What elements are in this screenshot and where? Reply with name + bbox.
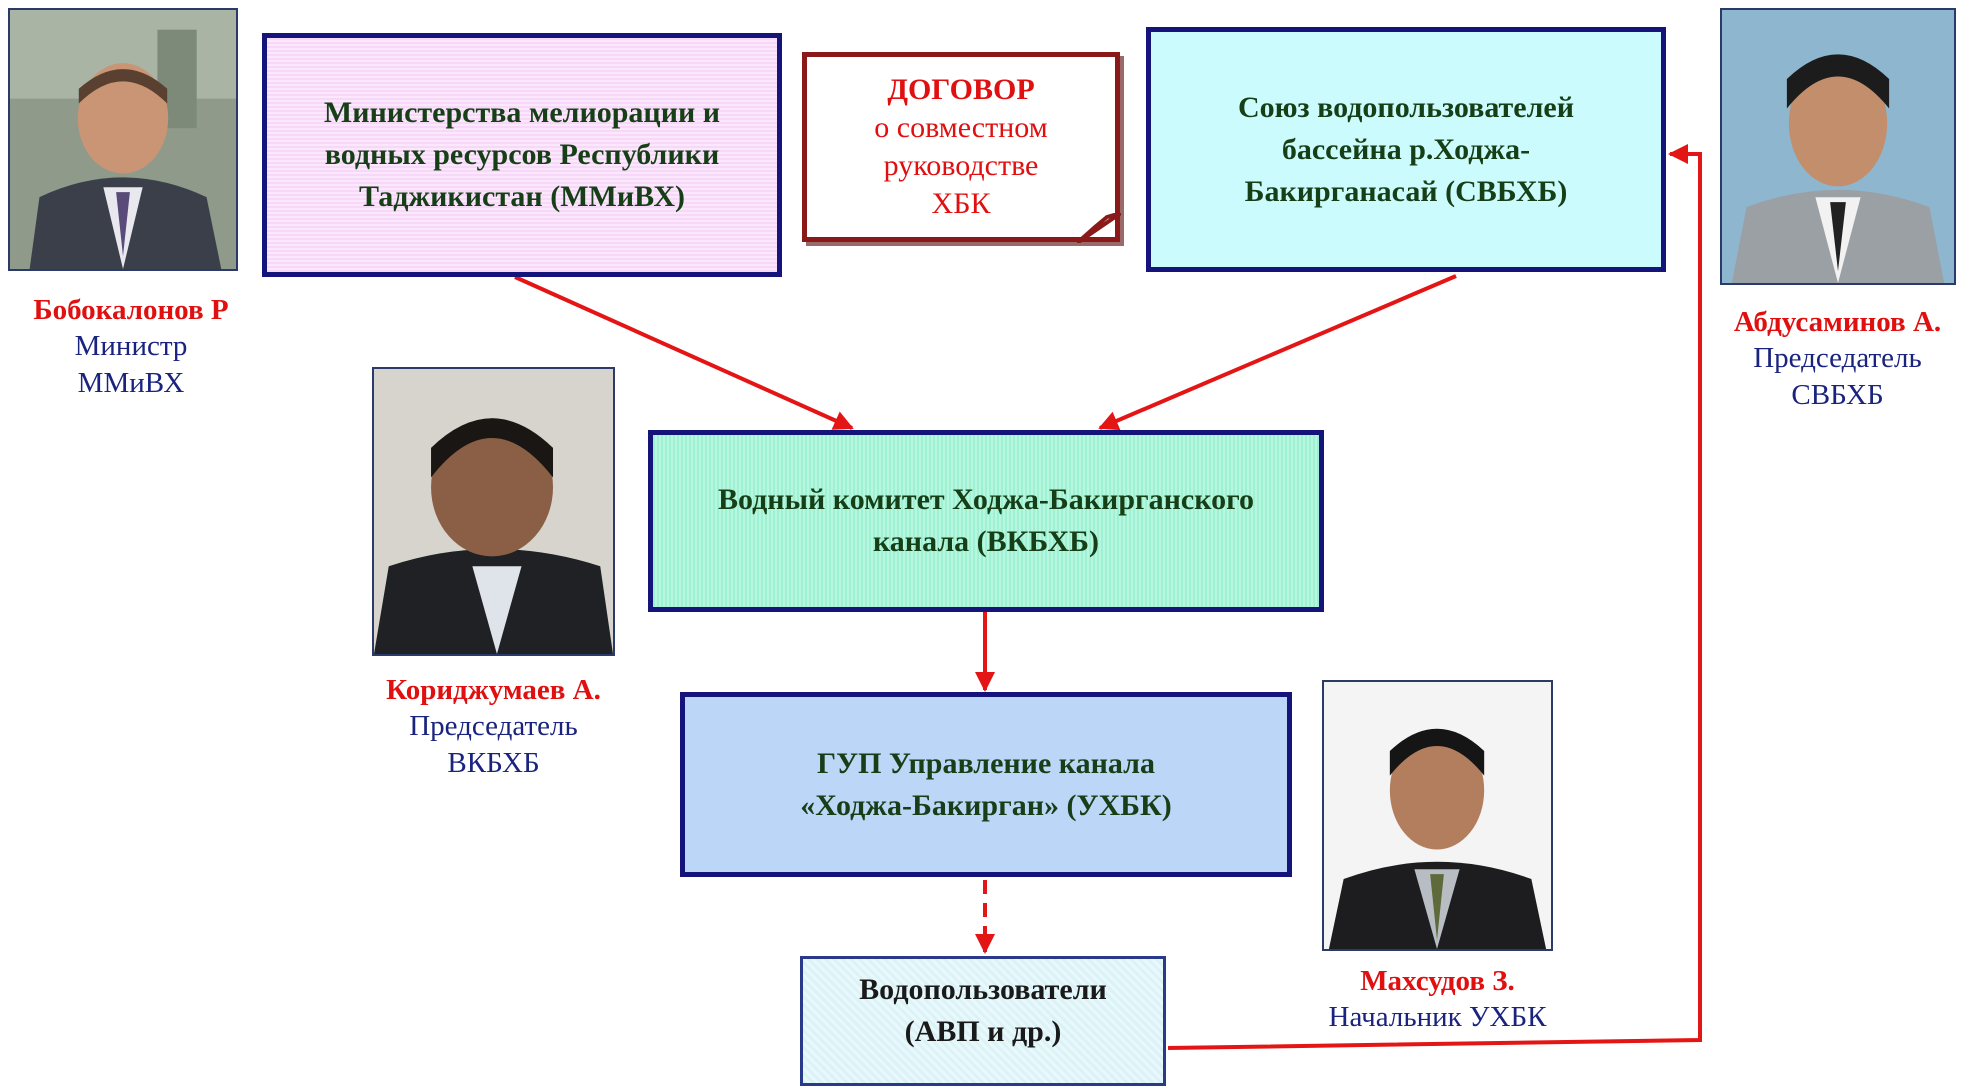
arrow-users-to-union-feedback xyxy=(1167,144,1702,1050)
canal-mgmt-line: ГУП Управление канала xyxy=(816,746,1155,780)
committee-line: Водный комитет Ходжа-Бакирганского xyxy=(717,483,1254,516)
contract-title: ДОГОВОР xyxy=(887,72,1035,106)
ministry-line: Таджикистан (ММиВХ) xyxy=(358,180,686,213)
ministry-line: Министерства мелиорации и xyxy=(323,96,721,129)
contract-line: о совместном xyxy=(874,110,1048,144)
water-users-union-box: Союз водопользователей бассейна р.Ходжа-… xyxy=(1146,27,1666,272)
water-users-line: Водопользователи xyxy=(859,973,1107,1006)
person-org: ММиВХ xyxy=(77,366,185,399)
person-name: Кориджумаев А. xyxy=(386,674,601,706)
contract-note: ДОГОВОР о совместном руководстве ХБК xyxy=(802,52,1121,243)
union-line: Бакирганасай (СВБХБ) xyxy=(1244,174,1568,208)
person-role: Министр xyxy=(74,330,188,363)
arrow-ministry-to-committee xyxy=(514,275,854,430)
abdusaminov-caption: Абдусаминов А. Председатель СВБХБ xyxy=(1712,304,1963,413)
canal-mgmt-line: «Ходжа-Бакирган» (УХБК) xyxy=(800,788,1172,822)
contract-line: руководстве xyxy=(883,149,1039,182)
person-role: Начальник УХБК xyxy=(1328,1001,1547,1034)
union-line: бассейна р.Ходжа- xyxy=(1281,132,1531,166)
koridzhumaev-portrait-photo xyxy=(372,367,615,656)
arrow-union-to-committee xyxy=(1098,274,1457,431)
person-org: СВБХБ xyxy=(1791,378,1884,411)
person-name: Махсудов З. xyxy=(1360,965,1515,997)
koridzhumaev-caption: Кориджумаев А. Председатель ВКБХБ xyxy=(364,672,623,781)
ministry-box: Министерства мелиорации и водных ресурсо… xyxy=(262,33,782,277)
committee-line: канала (ВКБХБ) xyxy=(872,525,1100,558)
union-line: Союз водопользователей xyxy=(1237,90,1575,124)
abdusaminov-portrait-photo xyxy=(1720,8,1956,285)
person-role: Председатель xyxy=(1753,342,1922,375)
ministry-line: водных ресурсов Республики xyxy=(324,138,720,171)
bobokalonov-caption: Бобокалонов Р Министр ММиВХ xyxy=(0,292,262,401)
bobokalonov-portrait-photo xyxy=(8,8,238,271)
page-curl-icon xyxy=(1077,213,1121,243)
canal-management-box: ГУП Управление канала «Ходжа-Бакирган» (… xyxy=(680,692,1292,877)
person-name: Бобокалонов Р xyxy=(33,294,229,326)
water-committee-box: Водный комитет Ходжа-Бакирганского канал… xyxy=(648,430,1324,612)
contract-line: ХБК xyxy=(931,187,991,221)
mahsudov-caption: Махсудов З. Начальник УХБК xyxy=(1292,963,1583,1036)
person-org: ВКБХБ xyxy=(447,746,540,779)
water-users-box: Водопользователи (АВП и др.) xyxy=(800,956,1166,1086)
mahsudov-portrait-photo xyxy=(1322,680,1553,951)
person-name: Абдусаминов А. xyxy=(1733,306,1942,338)
person-role: Председатель xyxy=(409,710,578,743)
water-users-line: (АВП и др.) xyxy=(904,1015,1062,1048)
